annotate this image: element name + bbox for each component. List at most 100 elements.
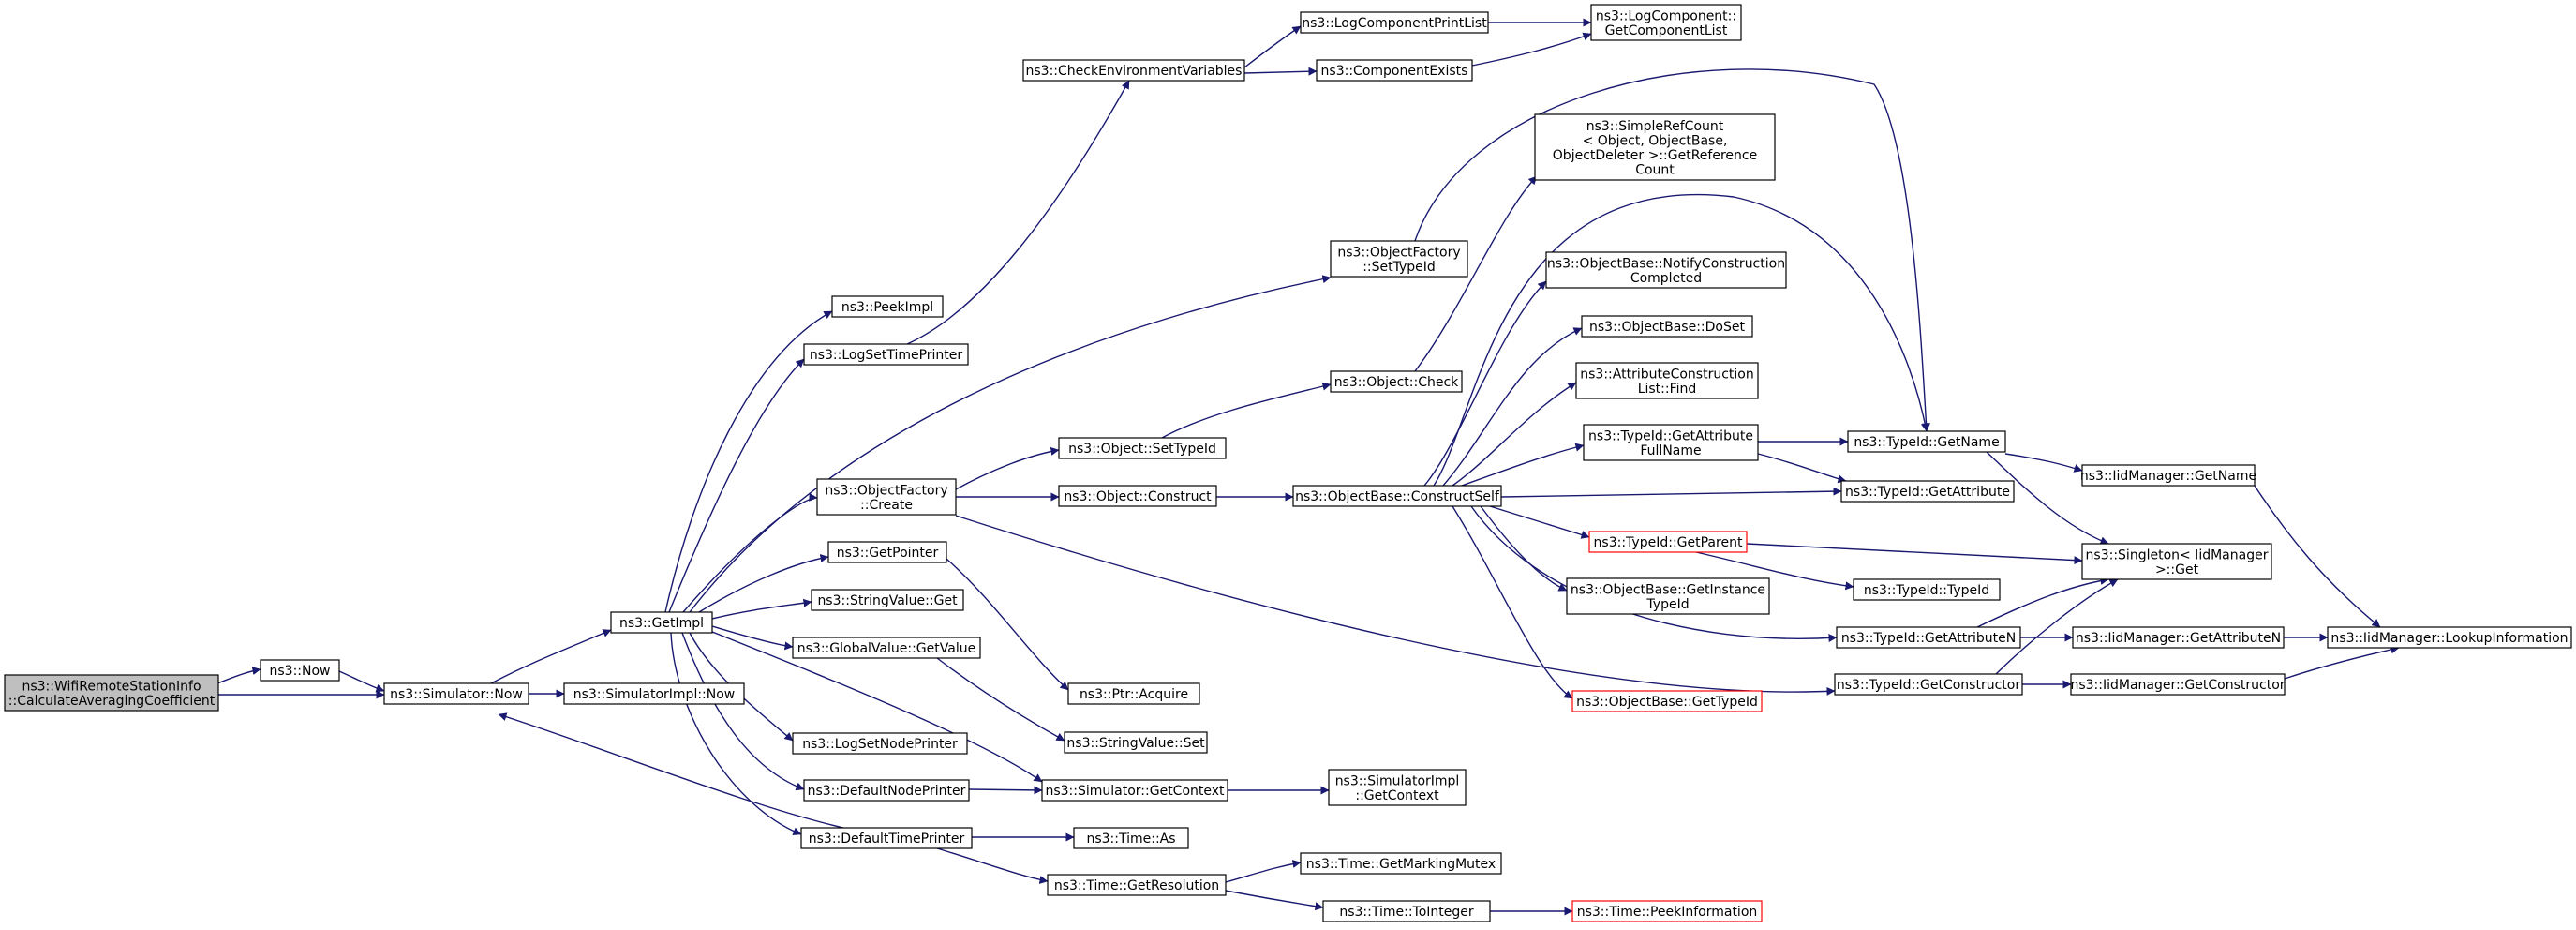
graph-node-simimplgetcontext[interactable]: ns3::SimulatorImpl::GetContext: [1328, 769, 1467, 806]
node-label: ns3::ObjectFactory: [825, 483, 947, 498]
call-edge: [906, 80, 1130, 345]
node-box: [2081, 543, 2272, 580]
node-label: Count: [1635, 162, 1675, 177]
node-box: [1292, 485, 1502, 507]
node-box: [2081, 464, 2256, 487]
call-edge: [1161, 382, 1332, 439]
node-box: [1575, 362, 1759, 399]
graph-node-logsettime[interactable]: ns3::LogSetTimePrinter: [803, 343, 969, 366]
graph-node-singleton[interactable]: ns3::Singleton< IidManager>::Get: [2081, 543, 2272, 580]
node-label: FullName: [1640, 443, 1701, 458]
graph-node-getcomplist[interactable]: ns3::LogComponent::GetComponentList: [1590, 4, 1742, 41]
call-edge: [1500, 487, 1842, 498]
call-edge: [338, 670, 385, 693]
graph-node-defnodeprinter[interactable]: ns3::DefaultNodePrinter: [803, 779, 970, 802]
graph-node-now[interactable]: ns3::Now: [260, 659, 340, 682]
graph-node-timetoint[interactable]: ns3::Time::ToInteger: [1322, 900, 1491, 922]
node-label: ns3::ObjectBase::NotifyConstruction: [1547, 256, 1785, 271]
graph-node-globalget[interactable]: ns3::GlobalValue::GetValue: [792, 637, 981, 659]
node-label: ns3::TypeId::GetAttributeN: [1841, 631, 2016, 646]
node-box: [610, 611, 713, 634]
graph-node-objsettypeid[interactable]: ns3::Object::SetTypeId: [1058, 437, 1227, 459]
call-edge: [1746, 543, 2083, 565]
node-box: [1073, 827, 1189, 849]
node-label: ns3::Now: [270, 664, 331, 679]
node-box: [1058, 437, 1227, 459]
call-edge: [1757, 453, 1847, 484]
graph-node-compexists[interactable]: ns3::ComponentExists: [1316, 59, 1473, 82]
graph-node-typeidgetattr[interactable]: ns3::TypeId::GetAttribute: [1840, 480, 2015, 502]
graph-node-logprintlist[interactable]: ns3::LogComponentPrintList: [1300, 11, 1489, 34]
graph-node-objcheck[interactable]: ns3::Object::Check: [1330, 370, 1463, 393]
graph-node-stringget[interactable]: ns3::StringValue::Get: [811, 589, 964, 611]
graph-node-peekimpl[interactable]: ns3::PeekImpl: [831, 295, 944, 318]
graph-node-typeidgetparent[interactable]: ns3::TypeId::GetParent: [1588, 531, 1748, 553]
node-label: TypeId: [1645, 597, 1689, 612]
graph-node-refcount[interactable]: ns3::SimpleRefCount< Object, ObjectBase,…: [1534, 113, 1776, 181]
graph-node-typeidtypeid[interactable]: ns3::TypeId::TypeId: [1853, 578, 2001, 601]
graph-node-timeas[interactable]: ns3::Time::As: [1073, 827, 1189, 849]
node-label: ns3::Time::As: [1086, 832, 1175, 847]
call-edge: [711, 598, 812, 620]
node-box: [1836, 626, 2021, 649]
node-box: [831, 295, 944, 318]
node-box: [1330, 240, 1468, 278]
graph-node-checkenv[interactable]: ns3::CheckEnvironmentVariables: [1022, 59, 1245, 82]
graph-node-deftimeprinter[interactable]: ns3::DefaultTimePrinter: [800, 827, 973, 849]
node-box: [260, 659, 340, 682]
graph-node-getpointer[interactable]: ns3::GetPointer: [827, 541, 947, 563]
call-edge: [711, 625, 794, 651]
graph-node-obgettypeid[interactable]: ns3::ObjectBase::GetTypeId: [1571, 690, 1763, 712]
node-box: [1041, 779, 1228, 802]
graph-node-simnow[interactable]: ns3::Simulator::Now: [383, 682, 529, 705]
node-label: ns3::TypeId::GetAttribute: [1845, 485, 2010, 500]
graph-node-timemutex[interactable]: ns3::Time::GetMarkingMutex: [1300, 852, 1502, 875]
graph-node-stringset[interactable]: ns3::StringValue::Set: [1064, 731, 1208, 754]
graph-node-getimpl[interactable]: ns3::GetImpl: [610, 611, 713, 634]
graph-node-logsetnode[interactable]: ns3::LogSetNodePrinter: [792, 732, 968, 755]
node-box: [1590, 4, 1742, 41]
graph-node-simimplnow[interactable]: ns3::SimulatorImpl::Now: [563, 682, 745, 705]
graph-node-ofsettypeid[interactable]: ns3::ObjectFactory::SetTypeId: [1330, 240, 1468, 278]
graph-node-typeidgetattrn[interactable]: ns3::TypeId::GetAttributeN: [1836, 626, 2021, 649]
node-label: ns3::SimpleRefCount: [1586, 119, 1724, 134]
node-box: [1058, 485, 1217, 507]
node-box: [1300, 11, 1489, 34]
node-label: ns3::DefaultTimePrinter: [809, 832, 965, 847]
node-label: ns3::Time::ToInteger: [1339, 905, 1474, 920]
graph-node-root[interactable]: ns3::WifiRemoteStationInfo::CalculateAve…: [4, 674, 219, 712]
graph-node-ofcreate[interactable]: ns3::ObjectFactory::Create: [816, 478, 957, 516]
call-edge: [689, 275, 1332, 613]
node-label: ns3::TypeId::GetName: [1854, 435, 1999, 450]
graph-node-typeidgetctor[interactable]: ns3::TypeId::GetConstructor: [1834, 673, 2023, 696]
graph-node-doset[interactable]: ns3::ObjectBase::DoSet: [1581, 315, 1753, 338]
node-box: [1834, 673, 2023, 696]
graph-node-iidgetattrn[interactable]: ns3::IidManager::GetAttributeN: [2072, 626, 2285, 649]
node-label: ns3::Ptr::Acquire: [1080, 687, 1188, 702]
graph-node-ptracquire[interactable]: ns3::Ptr::Acquire: [1067, 682, 1200, 705]
node-label: ns3::ComponentExists: [1321, 64, 1468, 79]
node-label: ns3::TypeId::GetAttribute: [1588, 428, 1753, 443]
node-label: ns3::Simulator::Now: [390, 687, 523, 702]
graph-node-timegetres[interactable]: ns3::Time::GetResolution: [1047, 874, 1227, 896]
node-label: Completed: [1630, 271, 1702, 286]
graph-node-iidgetname[interactable]: ns3::IidManager::GetName: [2080, 464, 2256, 487]
graph-node-notifyconst[interactable]: ns3::ObjectBase::NotifyConstructionCompl…: [1545, 251, 1787, 289]
graph-node-typeidgetname[interactable]: ns3::TypeId::GetName: [1847, 430, 2006, 453]
graph-node-lookupinfo[interactable]: ns3::IidManager::LookupInformation: [2327, 626, 2572, 649]
graph-node-iidgetctor[interactable]: ns3::IidManager::GetConstructor: [2070, 673, 2286, 696]
graph-node-objconstruct[interactable]: ns3::Object::Construct: [1058, 485, 1217, 507]
graph-node-simgetcontext[interactable]: ns3::Simulator::GetContext: [1041, 779, 1228, 802]
node-label: ns3::PeekImpl: [841, 300, 933, 315]
node-label: ns3::StringValue::Get: [817, 593, 958, 608]
node-box: [792, 732, 968, 755]
graph-node-timepeek[interactable]: ns3::Time::PeekInformation: [1571, 900, 1763, 922]
call-edge: [1243, 25, 1302, 68]
node-label: ns3::DefaultNodePrinter: [808, 784, 966, 799]
node-label: ns3::GetPointer: [837, 546, 939, 561]
node-label: ObjectDeleter >::GetReference: [1553, 148, 1757, 163]
graph-node-constructself[interactable]: ns3::ObjectBase::ConstructSelf: [1292, 485, 1502, 507]
